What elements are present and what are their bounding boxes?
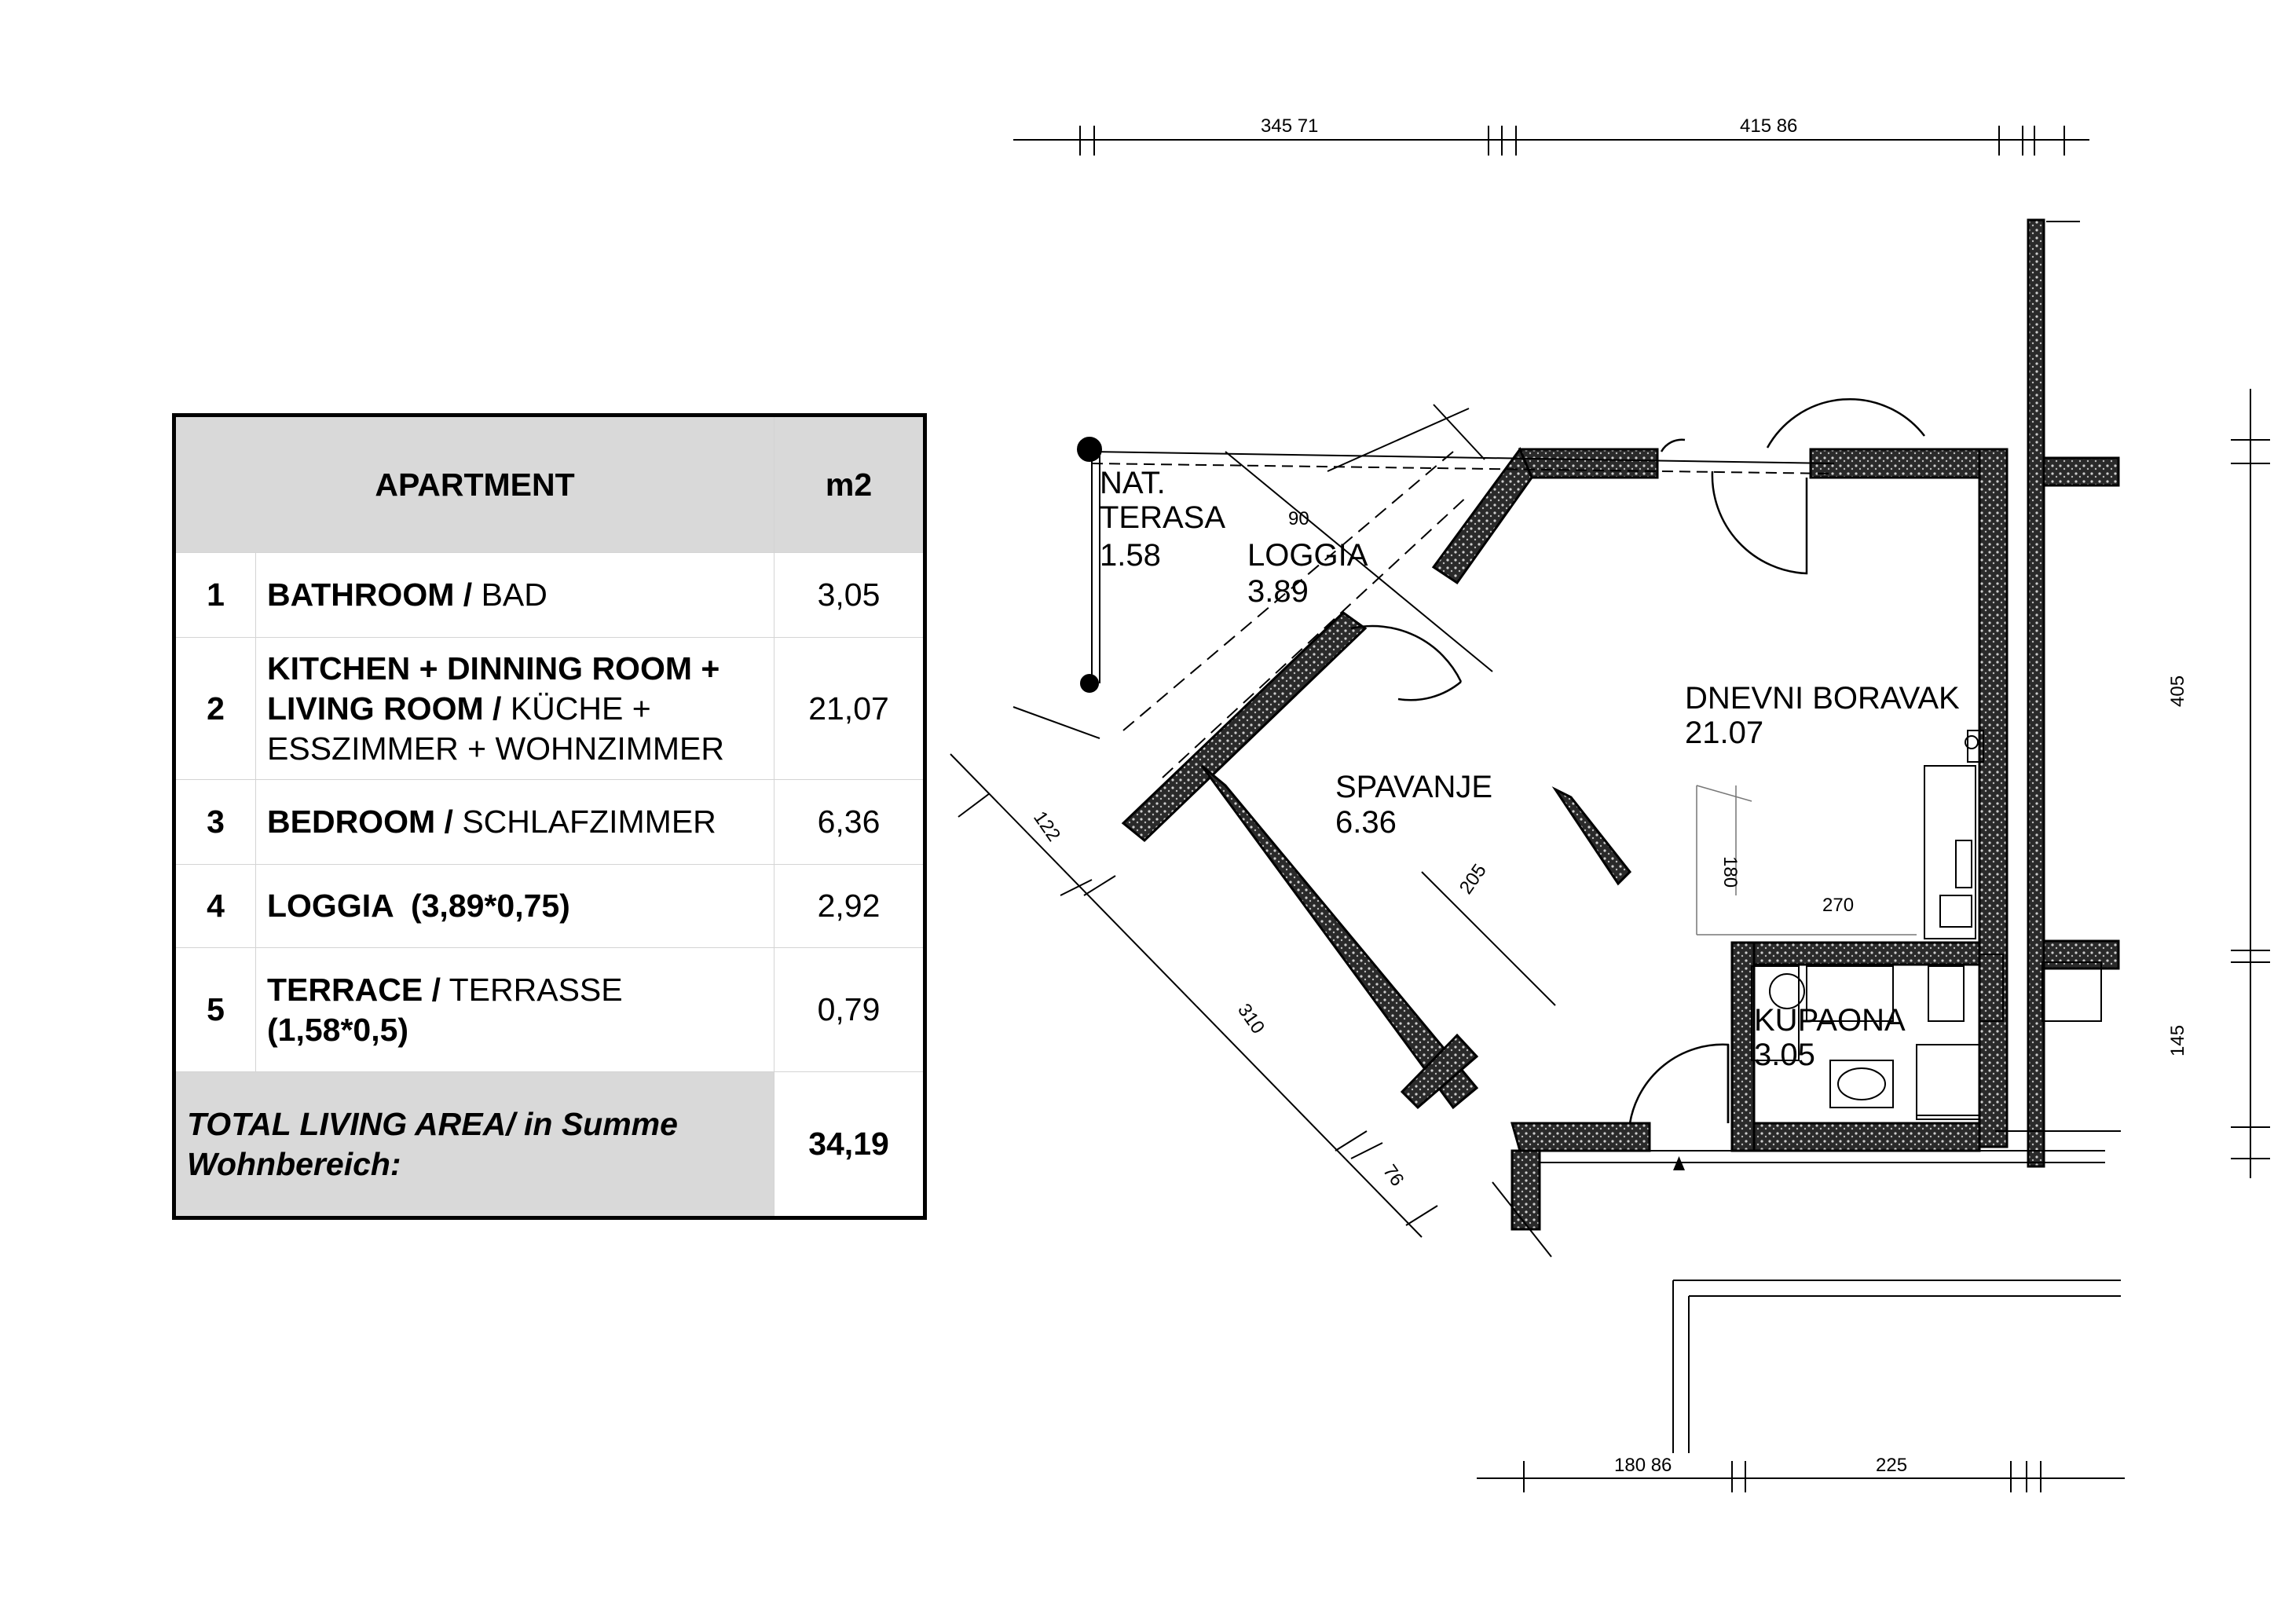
table-row: 5 TERRACE / TERRASSE (1,58*0,5) 0,79	[174, 947, 926, 1072]
row-number: 1	[174, 552, 256, 638]
bottom-dimension-line	[1477, 1461, 2125, 1492]
terrace-outline	[1077, 404, 1835, 778]
room-name-en: KITCHEN + DINNING ROOM + LIVING ROOM /	[267, 650, 720, 727]
row-room-name: KITCHEN + DINNING ROOM + LIVING ROOM / K…	[255, 637, 775, 780]
dim-kitchen-180: 180	[1719, 856, 1741, 888]
living-room-label: DNEVNI BORAVAK	[1685, 681, 1960, 716]
dim-kitchen-270: 270	[1822, 895, 1854, 916]
dim-door-90: 90	[1288, 508, 1309, 529]
dim-diag-76: 76	[1379, 1161, 1408, 1190]
corridor-lines	[1492, 1130, 2121, 1453]
floor-plan: 345 71 415 86 405 145	[950, 115, 2270, 1492]
terrace-label-line2: TERASA	[1100, 500, 1225, 535]
dim-right-upper: 405	[2167, 676, 2188, 707]
row-number: 5	[174, 947, 256, 1072]
table-row: 1 BATHROOM / BAD 3,05	[174, 552, 926, 638]
row-number: 4	[174, 864, 256, 948]
loggia-area: 3.89	[1247, 574, 1309, 609]
row-area-value: 6,36	[774, 779, 926, 865]
total-value: 34,19	[774, 1071, 926, 1218]
bedroom-area: 6.36	[1335, 805, 1397, 840]
room-dimensions: (1,58*0,5)	[267, 1011, 409, 1048]
room-name-de: KÜCHE + ESSZIMMER + WOHNZIMMER	[267, 690, 724, 767]
dim-bottom-left: 180 86	[1614, 1455, 1672, 1476]
row-area-value: 21,07	[774, 637, 926, 780]
bathroom-fixtures	[1751, 965, 1980, 1120]
living-room-area: 21.07	[1685, 716, 1763, 750]
row-area-value: 3,05	[774, 552, 926, 638]
top-dimension-line	[1013, 126, 2089, 156]
row-room-name: TERRACE / TERRASSE (1,58*0,5)	[255, 947, 775, 1072]
pencil-bed-sketch	[1696, 785, 1917, 935]
total-label: TOTAL LIVING AREA/ in Summe Wohnbereich:	[173, 1071, 775, 1218]
room-name-en: BEDROOM /	[267, 804, 453, 840]
bathroom-area: 3.05	[1754, 1038, 1815, 1072]
room-name-de: SCHLAFZIMMER	[462, 804, 716, 840]
table-header-unit: m2	[774, 415, 926, 553]
room-name-de: BAD	[481, 577, 547, 613]
table-total-row: TOTAL LIVING AREA/ in Summe Wohnbereich:…	[173, 1071, 926, 1218]
dim-top-left: 345 71	[1261, 115, 1318, 137]
bathroom-label: KUPAONA	[1754, 1003, 1906, 1038]
row-number: 2	[174, 637, 256, 780]
row-area-value: 0,79	[774, 947, 926, 1072]
dim-bottom-right: 225	[1876, 1455, 1907, 1476]
diagonal-dimension-lines	[950, 706, 1556, 1238]
table-row: 3 BEDROOM / SCHLAFZIMMER 6,36	[174, 779, 926, 865]
kitchen-fixtures	[1924, 730, 2102, 1022]
walls	[1121, 446, 2120, 1231]
loggia-label: LOGGIA	[1247, 538, 1368, 573]
row-room-name: LOGGIA (3,89*0,75)	[255, 864, 775, 948]
dim-top-right: 415 86	[1740, 115, 1797, 137]
right-exterior-wall	[2027, 218, 2045, 1168]
terrace-label-line1: NAT.	[1100, 466, 1166, 500]
door-swings	[1350, 398, 1925, 1124]
row-room-name: BEDROOM / SCHLAFZIMMER	[255, 779, 775, 865]
table-row: 4 LOGGIA (3,89*0,75) 2,92	[174, 864, 926, 948]
room-name-en: TERRACE /	[267, 971, 441, 1008]
bedroom-label: SPAVANJE	[1335, 770, 1492, 804]
area-table: APARTMENT m2 1 BATHROOM / BAD 3,05 2 KIT…	[172, 413, 928, 1220]
dim-right-lower: 145	[2167, 1025, 2188, 1056]
table-header-row: APARTMENT m2	[173, 415, 926, 553]
table-row: 2 KITCHEN + DINNING ROOM + LIVING ROOM /…	[174, 637, 926, 780]
table-header-title: APARTMENT	[173, 415, 775, 553]
row-number: 3	[174, 779, 256, 865]
terrace-area: 1.58	[1100, 538, 1161, 573]
dim-bed-205: 205	[1456, 860, 1491, 898]
room-name-en: BATHROOM /	[267, 577, 473, 613]
row-room-name: BATHROOM / BAD	[255, 552, 775, 638]
dim-diag-310: 310	[1233, 1000, 1269, 1038]
room-name-en: LOGGIA (3,89*0,75)	[267, 888, 570, 924]
row-area-value: 2,92	[774, 864, 926, 948]
right-dimension-line	[2231, 389, 2270, 1178]
room-name-de: TERRASSE	[449, 971, 623, 1008]
